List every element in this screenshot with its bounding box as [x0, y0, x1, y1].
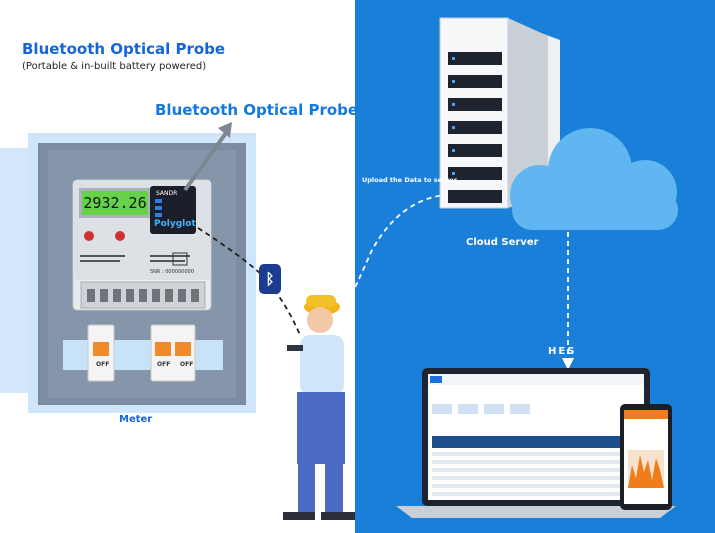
breaker-state-2: OFF: [157, 361, 171, 368]
meter-serial: SNR : 000000000: [150, 269, 194, 275]
upload-label: Upload the Data to server: [362, 176, 458, 184]
bluetooth-glyph: ᛒ: [265, 270, 275, 288]
probe-arrow: [183, 131, 228, 192]
probe-arrow-head: [218, 122, 232, 138]
meter-led: [84, 231, 94, 241]
cloud-icon: [510, 128, 678, 230]
upload-link: [319, 194, 446, 361]
circuit-breaker-double: [150, 324, 196, 382]
hes-arrow-head: [562, 358, 574, 370]
cloud-server-label: Cloud Server: [466, 237, 539, 248]
hes-label: HES: [548, 346, 577, 357]
page-title: Bluetooth Optical Probe: [22, 40, 226, 58]
meter-brand: SANDR: [156, 190, 178, 197]
meter-model: Polyglot: [154, 219, 196, 229]
meter-label: Meter: [119, 414, 153, 425]
energy-meter: [72, 179, 212, 311]
page-subtitle: (Portable & in-built battery powered): [22, 61, 207, 72]
laptop-icon: [396, 368, 676, 518]
circuit-breaker: [87, 324, 115, 382]
bluetooth-link: [197, 227, 301, 336]
phone-icon: [620, 404, 672, 510]
technician-icon: [283, 295, 355, 520]
breaker-state-3: OFF: [180, 361, 194, 368]
breaker-state: OFF: [96, 361, 110, 368]
probe-label: Bluetooth Optical Probe: [155, 101, 359, 119]
meter-led: [115, 231, 125, 241]
server-icon: [439, 17, 560, 209]
bluetooth-icon: [259, 264, 281, 294]
meter-reading: 2932.26: [83, 194, 147, 212]
lcd-display: [82, 191, 148, 215]
din-rail: [63, 340, 223, 370]
optical-probe: [150, 186, 196, 234]
